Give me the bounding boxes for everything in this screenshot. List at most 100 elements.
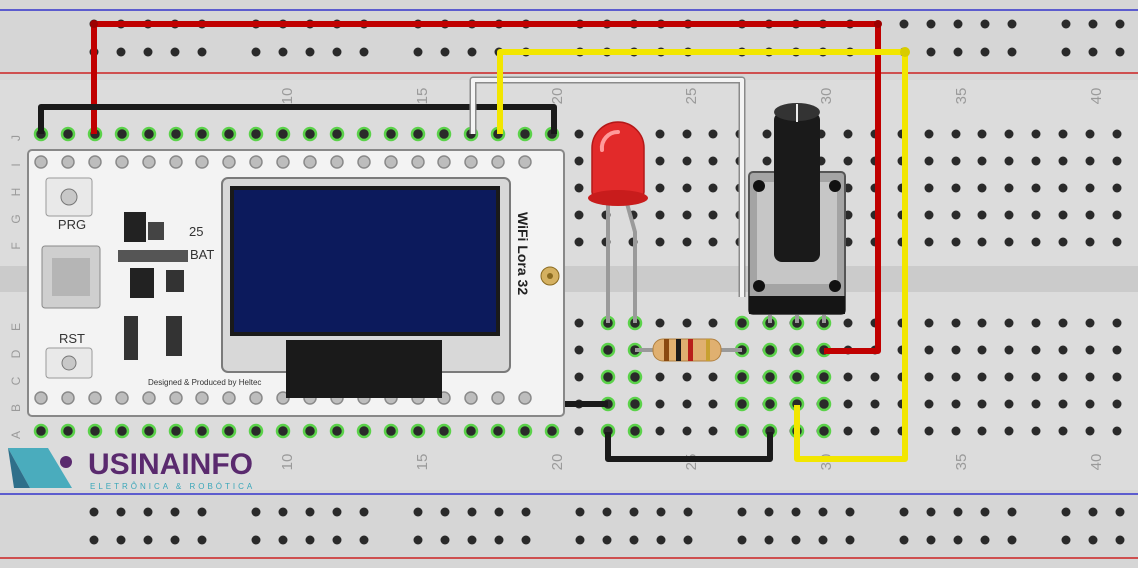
connected-hole — [302, 423, 318, 439]
rail-hole — [413, 535, 423, 545]
breadboard-hole — [1112, 210, 1122, 220]
black-wire-bottom — [605, 432, 773, 462]
connected-hole — [627, 423, 643, 439]
connected-hole — [816, 369, 832, 385]
rail-hole — [467, 507, 477, 517]
rail-hole — [359, 47, 369, 57]
breadboard-hole — [1031, 345, 1041, 355]
breadboard-hole — [977, 372, 987, 382]
breadboard-hole — [1112, 129, 1122, 139]
rail-hole — [602, 507, 612, 517]
rail-hole — [575, 507, 585, 517]
breadboard-hole — [951, 237, 961, 247]
rail-hole — [926, 507, 936, 517]
breadboard-hole — [1112, 237, 1122, 247]
board-pin — [169, 155, 183, 169]
connected-hole — [141, 423, 157, 439]
rail-hole — [926, 47, 936, 57]
breadboard-hole — [574, 318, 584, 328]
rail-hole — [1061, 535, 1071, 545]
breadboard-hole — [977, 183, 987, 193]
resistor-body — [652, 338, 722, 362]
red-led — [588, 121, 648, 323]
breadboard-hole — [1031, 237, 1041, 247]
chip-1 — [124, 212, 146, 242]
rail-hole — [683, 535, 693, 545]
row-letter-f: F — [9, 242, 23, 249]
board-pin — [276, 155, 290, 169]
breadboard-hole — [574, 129, 584, 139]
board-pin — [303, 155, 317, 169]
breadboard-hole — [682, 183, 692, 193]
col-num-top-15: 15 — [414, 88, 431, 105]
breadboard-hole — [843, 372, 853, 382]
breadboard-hole — [1004, 345, 1014, 355]
rail-hole — [251, 507, 261, 517]
breadboard-hole — [924, 372, 934, 382]
breadboard-hole — [1085, 399, 1095, 409]
breadboard-hole — [951, 345, 961, 355]
breadboard-hole — [574, 345, 584, 355]
connected-hole — [60, 126, 76, 142]
breadboard-hole — [1058, 156, 1068, 166]
breadboard-hole — [1031, 183, 1041, 193]
breadboard-hole — [708, 210, 718, 220]
pot-bottom — [749, 296, 845, 314]
connected-hole — [329, 423, 345, 439]
connected-hole — [762, 396, 778, 412]
breadboard-hole — [1085, 372, 1095, 382]
breadboard-hole — [1031, 426, 1041, 436]
breadboard-hole — [1058, 318, 1068, 328]
connected-hole — [221, 423, 237, 439]
connected-hole — [410, 126, 426, 142]
board-pin — [142, 391, 156, 405]
breadboard-hole — [1031, 318, 1041, 328]
connected-hole — [275, 423, 291, 439]
breadboard-hole — [1004, 237, 1014, 247]
rail-hole — [980, 19, 990, 29]
rail-hole — [1007, 47, 1017, 57]
board-pin — [330, 155, 344, 169]
breadboard-hole — [1058, 372, 1068, 382]
connected-hole — [734, 315, 750, 331]
breadboard-hole — [1004, 372, 1014, 382]
connected-hole — [275, 126, 291, 142]
connected-hole — [410, 423, 426, 439]
rail-hole — [899, 535, 909, 545]
breadboard-hole — [1085, 129, 1095, 139]
red-wire-end-top — [90, 20, 98, 28]
breadboard-hole — [951, 399, 961, 409]
rail-hole — [1088, 47, 1098, 57]
heltec-wifi-lora-32-board: PRG RST 25 BAT WiFi Lora 32 Designed & P… — [27, 149, 565, 417]
board-pin — [491, 391, 505, 405]
col-num-top-35: 35 — [953, 88, 970, 105]
breadboard-hole — [1004, 210, 1014, 220]
rail-hole — [764, 507, 774, 517]
connected-hole — [194, 423, 210, 439]
connected-hole — [789, 369, 805, 385]
potentiometer — [748, 103, 846, 323]
rst-label: RST — [59, 331, 85, 346]
bottom-power-rail — [0, 490, 1138, 568]
connected-hole — [463, 423, 479, 439]
board-pin — [115, 155, 129, 169]
rail-hole — [170, 535, 180, 545]
breadboard-hole — [843, 426, 853, 436]
connected-hole — [114, 423, 130, 439]
breadboard-hole — [951, 183, 961, 193]
rail-hole — [278, 535, 288, 545]
breadboard-hole — [655, 237, 665, 247]
board-pin — [195, 391, 209, 405]
breadboard-hole — [1085, 237, 1095, 247]
rail-hole — [899, 507, 909, 517]
board-pin — [464, 391, 478, 405]
antenna-connector-center — [547, 273, 553, 279]
col-num-top-20: 20 — [549, 88, 566, 105]
bat-connector — [118, 250, 188, 262]
col-num-bottom-40: 40 — [1088, 454, 1105, 471]
rail-hole — [1088, 535, 1098, 545]
connected-hole — [816, 396, 832, 412]
connected-hole — [248, 126, 264, 142]
breadboard-hole — [708, 129, 718, 139]
led-highlight — [599, 129, 620, 152]
